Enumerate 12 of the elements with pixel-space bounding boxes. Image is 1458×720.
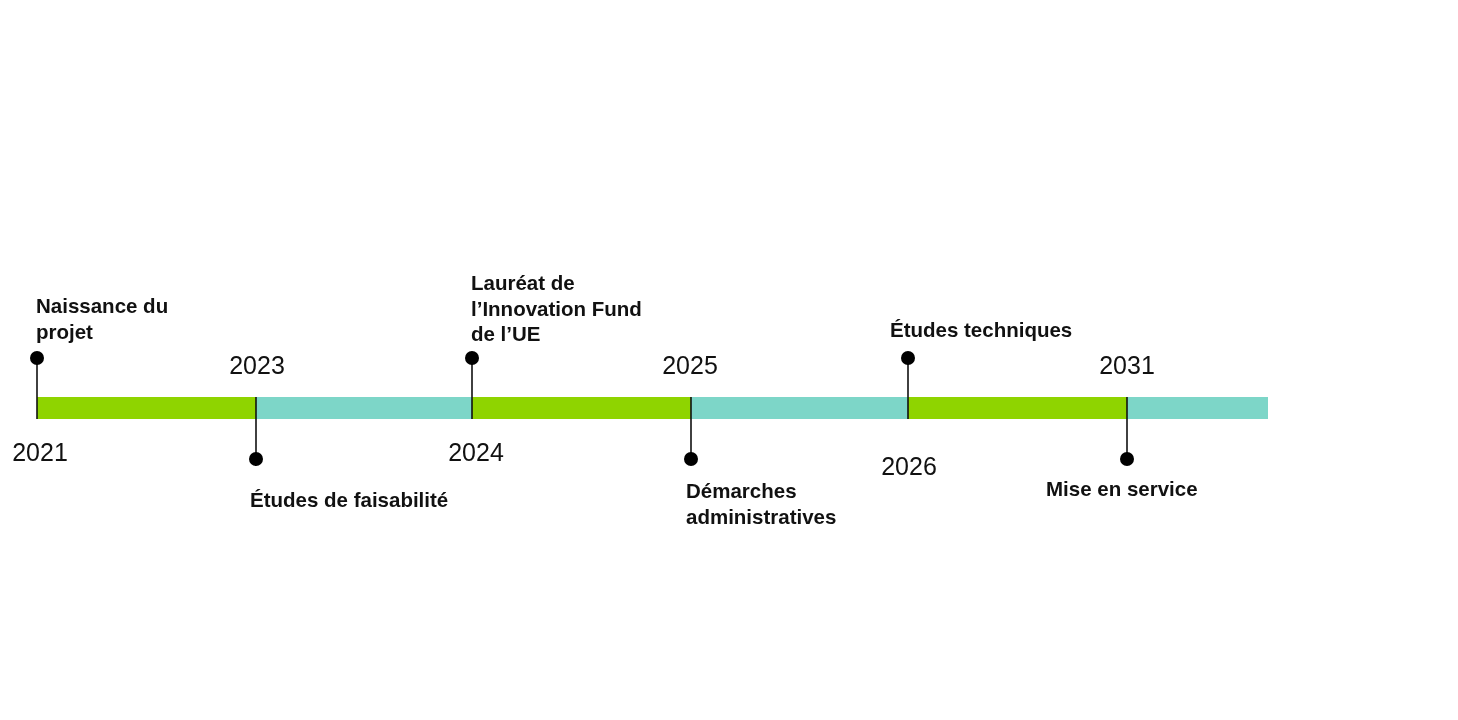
year-label: 2023 (229, 350, 285, 380)
year-label: 2025 (662, 350, 718, 380)
milestone-label: Démarches administratives (686, 478, 866, 529)
year-label: 2024 (448, 437, 504, 467)
milestone-label: Mise en service (1046, 476, 1198, 502)
milestone-label: Études de faisabilité (250, 487, 449, 513)
milestone-label: Naissance du projet (36, 293, 201, 344)
milestone-label: Études techniques (890, 317, 1073, 343)
year-label: 2031 (1099, 350, 1155, 380)
milestone-label: Lauréat de l’Innovation Fund de l’UE (471, 270, 666, 347)
year-label: 2026 (881, 451, 937, 481)
year-label: 2021 (12, 437, 68, 467)
